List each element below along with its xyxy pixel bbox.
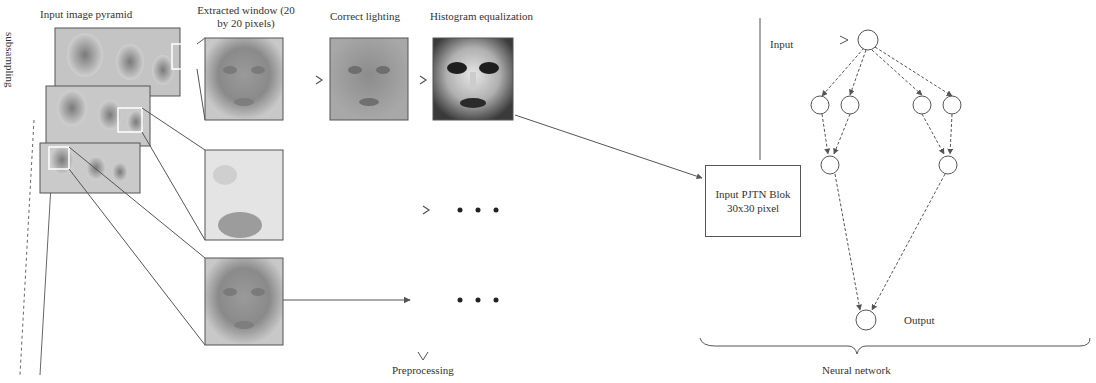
neuron (811, 30, 961, 330)
layer-label: Input (770, 38, 793, 51)
divider-line (760, 18, 761, 160)
extracted-window (205, 38, 283, 345)
brace (700, 338, 1090, 354)
histogram-window (433, 38, 513, 120)
continuation-dots (458, 208, 499, 303)
network-link (822, 47, 952, 310)
image-pyramid (40, 28, 197, 193)
section-heading: Extracted window (20 by 20 pixels) (196, 4, 296, 30)
group-label: Preprocessing (392, 364, 454, 377)
axis-label: subsampling (3, 32, 16, 88)
section-heading: Correct lighting (330, 10, 400, 23)
section-heading: Input image pyramid (40, 8, 132, 21)
input-chevron (840, 36, 848, 44)
subsampling-arrow (20, 30, 60, 375)
feed-arrow (515, 115, 702, 178)
brace-tick (418, 352, 428, 360)
box-text: Input PJTN Blok 30x30 pixel (712, 187, 794, 215)
lighting-window (330, 38, 408, 120)
process-box: Input PJTN Blok 30x30 pixel (705, 165, 801, 237)
layer-label: Output (904, 314, 935, 327)
step-arrow (283, 76, 429, 300)
leader-line (69, 38, 205, 345)
group-label: Neural network (822, 364, 891, 377)
section-heading: Histogram equalization (430, 10, 533, 23)
